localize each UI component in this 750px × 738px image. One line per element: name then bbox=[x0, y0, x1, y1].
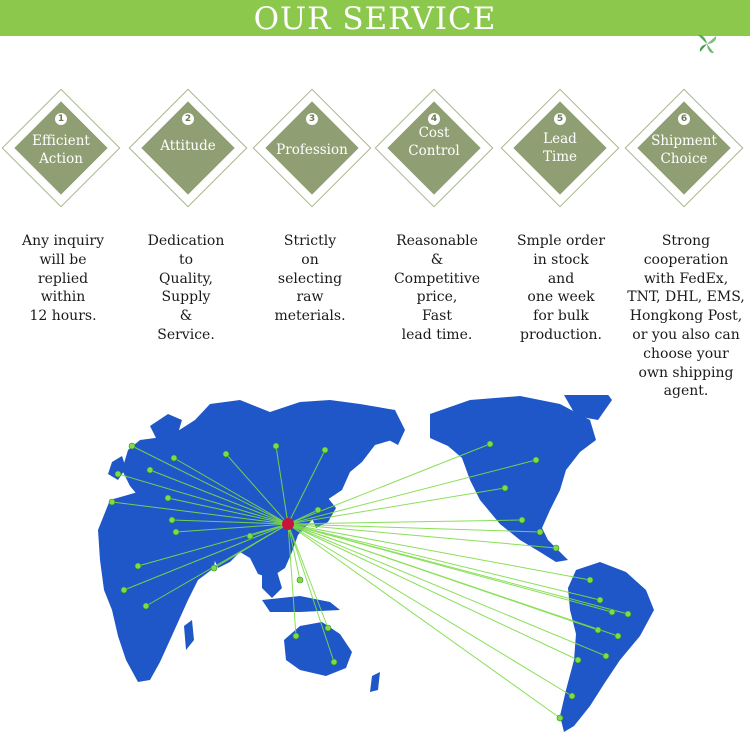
service-number-badge: 6 bbox=[678, 113, 690, 125]
greenland bbox=[564, 395, 612, 420]
indonesia bbox=[262, 596, 340, 612]
continents bbox=[98, 395, 654, 732]
service-number-badge: 1 bbox=[55, 113, 67, 125]
service-number-badge: 3 bbox=[306, 113, 318, 125]
world-shipping-map bbox=[0, 395, 750, 738]
japan bbox=[312, 498, 336, 528]
service-number-badge: 4 bbox=[428, 113, 440, 125]
australia bbox=[284, 622, 352, 676]
service-title: Attitude bbox=[160, 138, 216, 154]
shipping-routes bbox=[111, 443, 629, 719]
east-russia bbox=[360, 404, 405, 445]
africa bbox=[98, 492, 216, 682]
scandinavia bbox=[150, 414, 182, 446]
world-map-illustration bbox=[98, 395, 654, 732]
south-america bbox=[560, 562, 654, 732]
service-title: Profession bbox=[276, 142, 348, 158]
service-number-badge: 2 bbox=[182, 113, 194, 125]
leaf-icon bbox=[698, 34, 717, 54]
british-isles bbox=[108, 456, 126, 480]
southeast-asia bbox=[262, 560, 282, 598]
page-title: OUR SERVICE bbox=[253, 1, 497, 37]
madagascar bbox=[184, 620, 194, 650]
header-banner bbox=[0, 0, 750, 36]
route-endpoints bbox=[108, 440, 632, 722]
origin-hub-marker bbox=[282, 518, 294, 530]
service-card-profession: 3 Profession bbox=[252, 88, 372, 208]
service-card-attitude: 2 Attitude bbox=[128, 88, 248, 208]
new-zealand bbox=[370, 672, 380, 692]
service-number-badge: 5 bbox=[554, 113, 566, 125]
north-america bbox=[430, 396, 596, 562]
